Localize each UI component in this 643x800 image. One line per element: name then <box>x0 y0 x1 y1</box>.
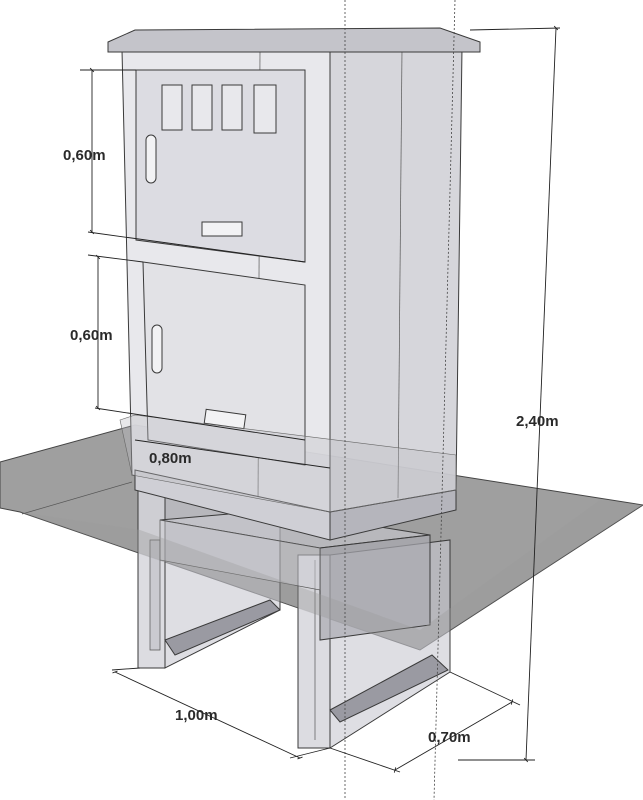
upper-door-vent <box>201 221 243 237</box>
meter-window-3 <box>221 84 243 131</box>
label-base-depth: 0,70m <box>428 729 471 746</box>
dim-total-height <box>458 25 561 763</box>
dim-base-width <box>111 667 331 760</box>
meter-window-4 <box>253 84 277 134</box>
label-upper-door-height: 0,60m <box>63 147 106 164</box>
dim-upper-door <box>80 67 306 263</box>
upper-door <box>135 69 306 263</box>
label-cabinet-width: 0,80m <box>149 450 192 467</box>
meter-window-1 <box>161 84 183 131</box>
dim-base-depth <box>329 671 521 773</box>
dim-cabinet-width <box>134 439 331 469</box>
cabinet-roof <box>107 27 481 53</box>
label-base-width: 1,00m <box>175 707 218 724</box>
upper-door-handle <box>145 134 157 184</box>
lower-door-handle <box>151 324 163 374</box>
label-total-height: 2,40m <box>516 413 559 430</box>
meter-window-2 <box>191 84 213 131</box>
lower-door <box>142 261 306 466</box>
dim-lower-door <box>87 254 306 441</box>
label-lower-door-height: 0,60m <box>70 327 113 344</box>
